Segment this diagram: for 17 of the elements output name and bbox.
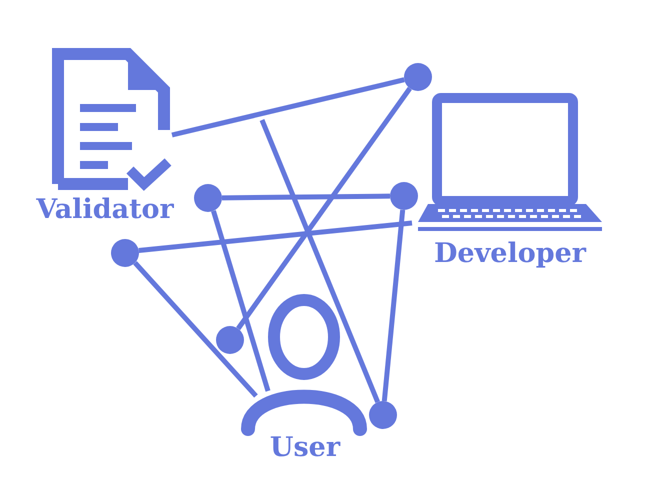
connector-line xyxy=(211,210,270,392)
connector-line xyxy=(382,210,406,402)
circle-node xyxy=(404,63,432,91)
connector-line xyxy=(222,194,390,200)
circle-node xyxy=(216,326,244,354)
circle-node xyxy=(390,182,418,210)
connector-line xyxy=(171,77,405,138)
connector-line xyxy=(236,86,412,330)
connector-line xyxy=(260,119,380,403)
connector-line xyxy=(133,261,258,398)
node-label: Developer xyxy=(432,238,588,269)
connector-line xyxy=(138,220,412,253)
node-label: User xyxy=(268,432,342,463)
circle-node xyxy=(194,184,222,212)
circle-node xyxy=(111,239,139,267)
node-label: Validator xyxy=(35,194,175,225)
circle-node xyxy=(369,401,397,429)
